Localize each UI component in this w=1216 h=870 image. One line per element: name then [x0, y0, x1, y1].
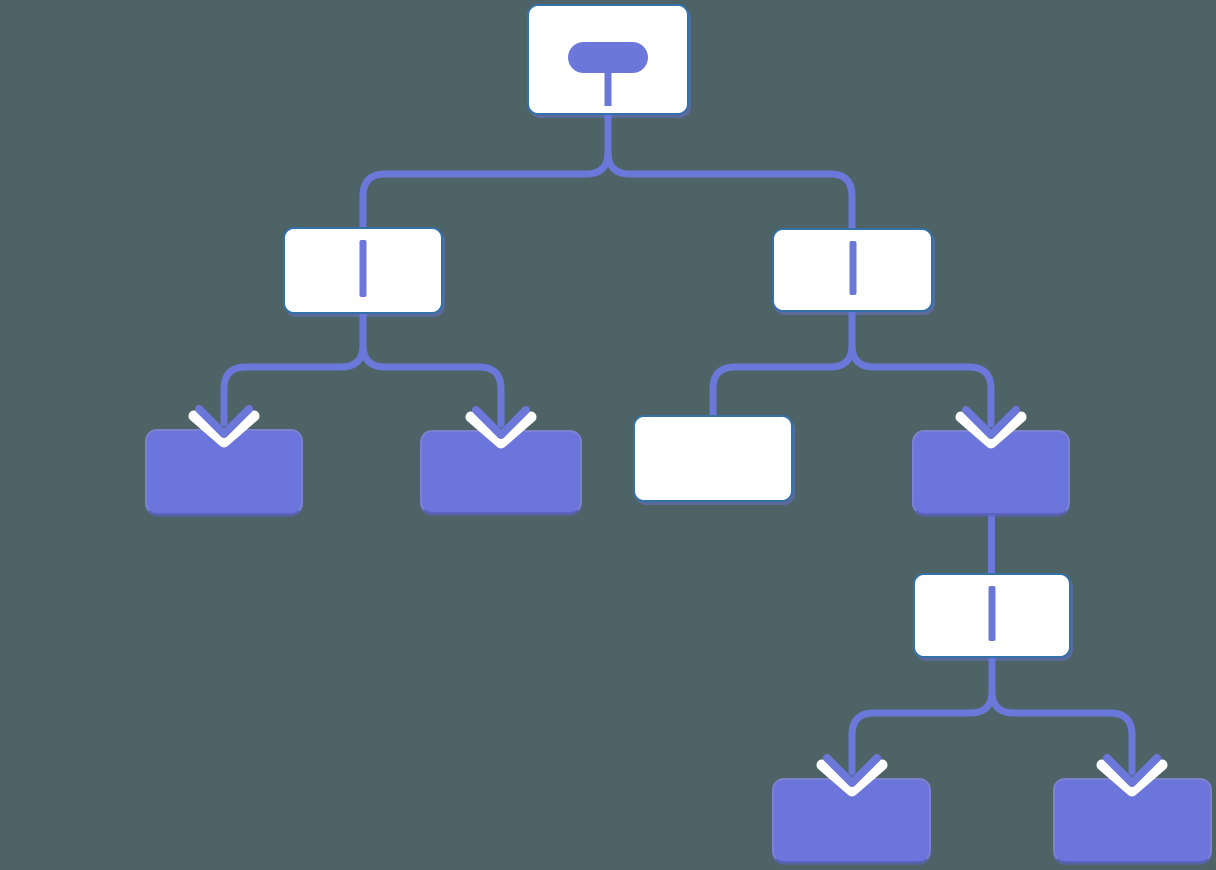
root-stem-icon	[604, 72, 612, 106]
collapse-bar-icon	[359, 240, 367, 297]
node-branch-right[interactable]	[772, 228, 933, 312]
node-empty-card[interactable]	[633, 415, 793, 502]
collapse-bar-icon	[849, 241, 856, 295]
node-leaf-bottom-left[interactable]	[772, 778, 931, 863]
node-root[interactable]	[527, 4, 689, 115]
node-drop-right[interactable]	[912, 430, 1070, 515]
node-leaf-bottom-right[interactable]	[1053, 778, 1212, 863]
collapse-bar-icon	[988, 586, 996, 641]
node-branch-bottom[interactable]	[913, 573, 1071, 658]
root-pill-icon	[568, 42, 648, 73]
node-leaf-mid-left[interactable]	[420, 430, 582, 514]
node-branch-left[interactable]	[283, 227, 443, 314]
node-leaf-far-left[interactable]	[145, 429, 303, 515]
